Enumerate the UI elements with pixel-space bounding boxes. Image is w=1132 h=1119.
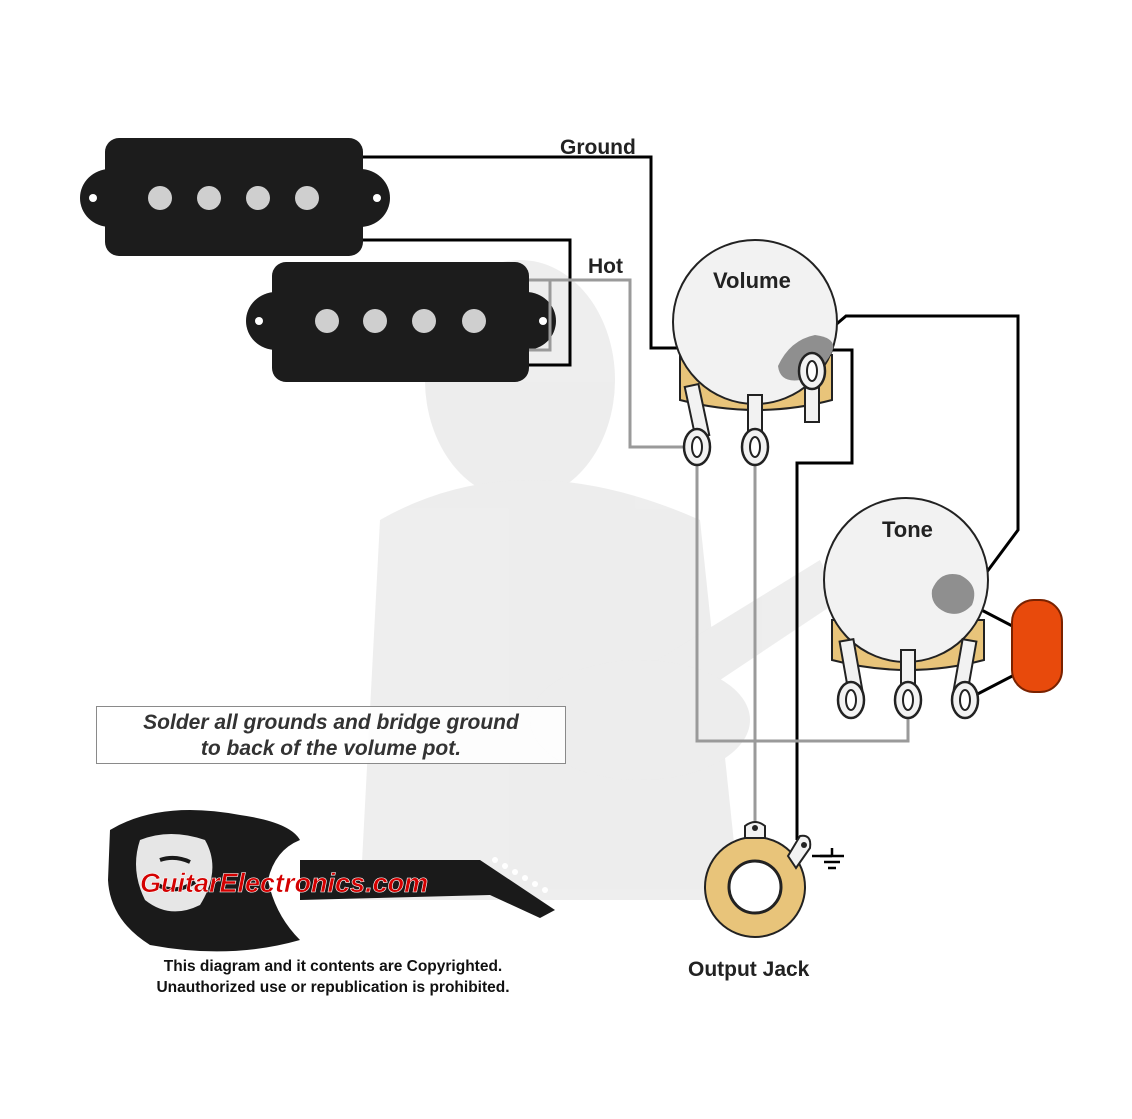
volume-pot (672, 239, 838, 467)
tone-pot (823, 497, 989, 720)
label-output-jack: Output Jack (688, 958, 810, 981)
solder-blob (931, 574, 975, 614)
copyright-line-2: Unauthorized use or republication is pro… (156, 979, 510, 996)
output-jack (704, 821, 812, 938)
label-tone: Tone (882, 517, 933, 542)
mounting-hole (255, 317, 263, 325)
pole-piece (246, 186, 270, 210)
label-volume: Volume (713, 268, 791, 293)
tone-capacitor (1011, 599, 1063, 693)
mounting-hole (89, 194, 97, 202)
pole-piece (148, 186, 172, 210)
label-ground: Ground (560, 136, 636, 159)
background-watermark (360, 260, 840, 900)
pole-piece (462, 309, 486, 333)
pickup-bridge (246, 262, 556, 382)
pole-piece (363, 309, 387, 333)
pole-piece (315, 309, 339, 333)
mounting-hole (373, 194, 381, 202)
solder-instruction-note: Solder all grounds and bridge ground to … (96, 706, 566, 764)
hot-wires (529, 278, 910, 840)
note-line-1: Solder all grounds and bridge ground (143, 711, 519, 734)
note-line-2: to back of the volume pot. (200, 737, 462, 760)
pole-piece (295, 186, 319, 210)
ground-symbol-icon (812, 848, 844, 870)
pickup-neck (80, 138, 390, 256)
pole-piece (197, 186, 221, 210)
mounting-hole (539, 317, 547, 325)
copyright-notice: This diagram and it contents are Copyrig… (98, 956, 568, 998)
copyright-line-1: This diagram and it contents are Copyrig… (163, 958, 503, 975)
label-hot: Hot (588, 255, 623, 278)
pole-piece (412, 309, 436, 333)
guitarelectronics-logo: GuitarElectronics.com (108, 810, 555, 952)
logo-text: GuitarElectronics.com (140, 868, 428, 898)
